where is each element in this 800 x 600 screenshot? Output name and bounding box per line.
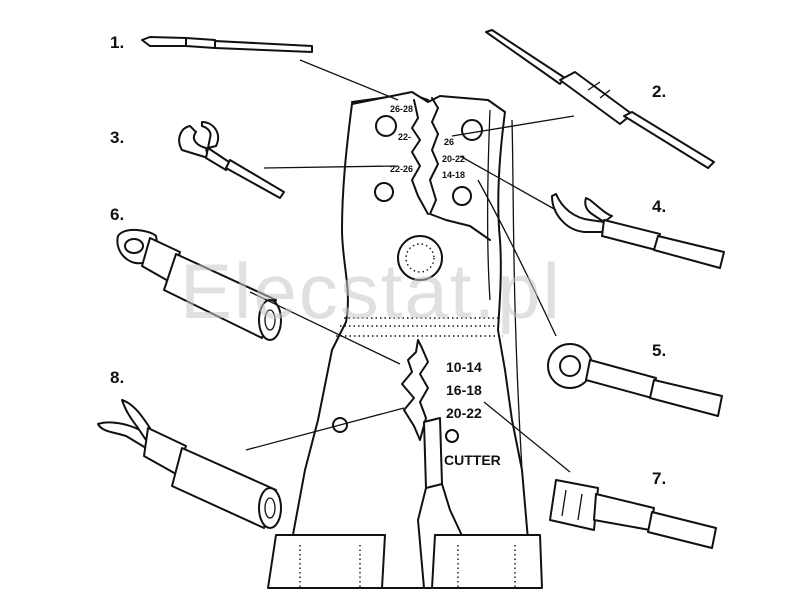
jaw-left-label-3: 22-26	[390, 164, 413, 174]
pivot-texture	[405, 243, 435, 273]
connector-6-insulated-ring	[116, 229, 282, 341]
crimping-tool	[267, 91, 543, 589]
connector-5-ring	[547, 343, 723, 417]
gauge-label-3: 20-22	[446, 405, 482, 421]
leader-lines	[245, 59, 575, 473]
label-7: 7.	[652, 469, 666, 488]
pivot-bolt	[397, 235, 443, 281]
label-4: 4.	[652, 197, 666, 216]
screw-right	[445, 429, 459, 443]
number-labels: 1. 2. 3. 4. 5. 6. 7. 8.	[110, 33, 666, 488]
label-1: 1.	[110, 33, 124, 52]
jaw-right-profile	[429, 97, 491, 241]
leader-5	[477, 179, 557, 337]
connector-2-butt-splice	[485, 29, 715, 169]
jaw-right-label-3: 14-18	[442, 170, 465, 180]
connector-7-flat-female	[549, 479, 717, 549]
cutter-label: CUTTER	[444, 452, 501, 468]
leader-4	[459, 155, 557, 211]
jaw-left-profile	[411, 99, 429, 215]
connector-1-pin	[141, 36, 313, 53]
cutter-blade	[423, 417, 443, 489]
label-6: 6.	[110, 205, 124, 224]
jaw-gauge-labels: 26-28 22- 22-26 26 20-22 14-18	[390, 104, 465, 180]
gauge-label-1: 10-14	[446, 359, 482, 375]
label-8: 8.	[110, 368, 124, 387]
gauge-label-2: 16-18	[446, 382, 482, 398]
crimp-notch	[401, 339, 429, 441]
leader-8	[245, 407, 405, 451]
leader-2	[451, 115, 575, 137]
grip-right	[431, 534, 543, 589]
leader-7	[483, 401, 571, 473]
leader-6	[249, 291, 401, 365]
leader-1	[299, 59, 399, 101]
crimp-gauge-labels: 10-14 16-18 20-22 CUTTER	[444, 359, 501, 468]
label-5: 5.	[652, 341, 666, 360]
rivet-4	[452, 186, 472, 206]
leader-3	[263, 165, 397, 169]
tool-edge-right	[487, 109, 491, 301]
rivet-3	[374, 182, 394, 202]
tool-edge-far-right	[511, 119, 523, 471]
jaw-left-label-2: 22-	[398, 132, 411, 142]
label-3: 3.	[110, 128, 124, 147]
label-2: 2.	[652, 82, 666, 101]
jaw-right-label-2: 20-22	[442, 154, 465, 164]
watermark-text: Elecstat.pl	[180, 247, 562, 335]
connector-8-insulated-fork	[97, 399, 282, 529]
jaw-left-label-1: 26-28	[390, 104, 413, 114]
connector-4-fork	[551, 193, 725, 269]
rivet-2	[461, 119, 483, 141]
grip-left	[267, 534, 386, 589]
connector-3-fork	[178, 121, 285, 199]
rivet-1	[375, 115, 397, 137]
jaw-right-label-1: 26	[444, 137, 454, 147]
